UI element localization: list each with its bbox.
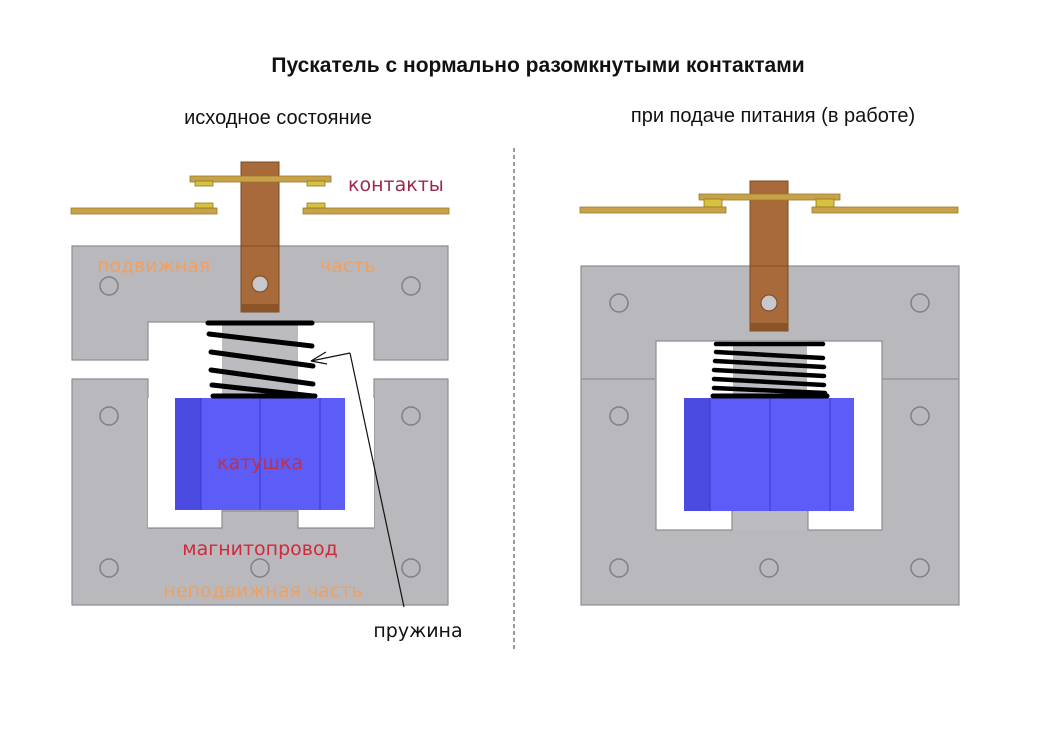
left-fixed-contacts [70,202,450,215]
label-moving-part-2: часть [320,255,376,277]
right-hole [910,293,930,313]
left-diagram: контакты подвижная часть катушка магнито… [70,161,463,642]
left-hole [401,276,421,296]
left-subtitle: исходное состояние [184,107,372,129]
label-spring: пружина [373,620,462,642]
left-hole [401,406,421,426]
left-hole [99,276,119,296]
right-subtitle: при подаче питания (в работе) [631,105,915,127]
right-coil [684,398,854,511]
right-core-center-leg [733,511,807,530]
label-coil: катушка [217,452,303,474]
right-hole [910,558,930,578]
left-hole [99,406,119,426]
label-contacts: контакты [348,174,444,196]
left-hole [250,558,270,578]
left-spring [205,320,318,399]
label-moving-part: подвижная [97,255,210,277]
right-stem [749,180,789,332]
right-fixed-contacts [579,206,959,214]
right-hole [759,558,779,578]
diagram-title: Пускатель с нормально разомкнутыми конта… [271,54,804,77]
right-hole [609,406,629,426]
right-spring [710,341,830,399]
left-coil [175,398,345,510]
left-moving-contact [189,175,332,187]
spring-pointer [310,351,405,608]
left-stem-pin [251,275,269,293]
left-hole [99,558,119,578]
label-magnetic-core: магнитопровод [182,538,338,560]
left-window-edge [148,510,374,529]
left-stem [240,161,280,313]
right-hole [910,406,930,426]
right-hole [609,558,629,578]
label-fixed-part: неподвижная часть [163,580,362,602]
right-stem-pin [760,294,778,312]
right-hole [609,293,629,313]
left-hole [401,558,421,578]
right-diagram [579,180,960,606]
